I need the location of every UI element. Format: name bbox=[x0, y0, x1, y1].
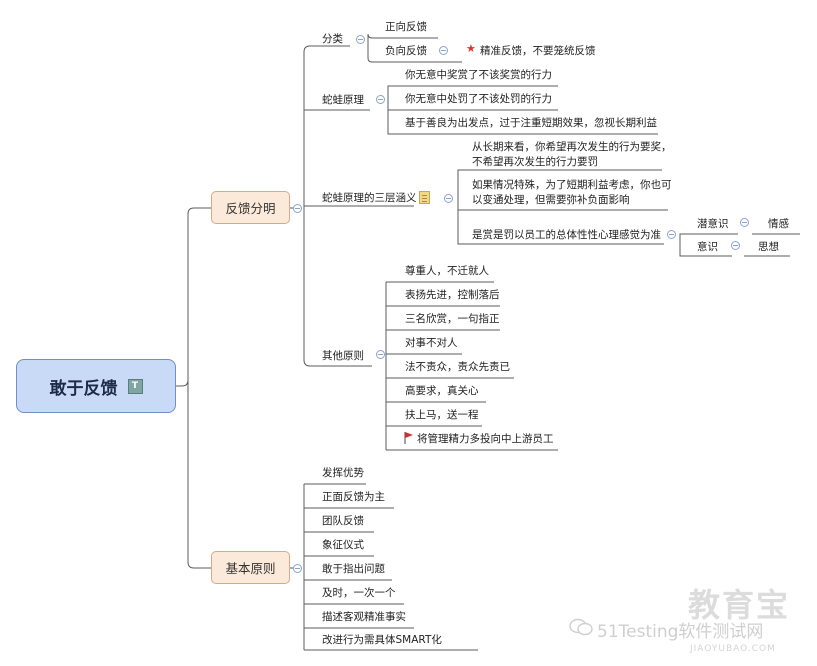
frog-item[interactable]: 基于善良为出发点，过于注重短期效果，忽视长期利益 bbox=[405, 117, 657, 129]
topic-positive-feedback[interactable]: 正向反馈 bbox=[385, 21, 427, 33]
topic-negative-feedback[interactable]: 负向反馈 bbox=[385, 45, 427, 57]
watermark-text: 51Testing软件测试网 bbox=[597, 622, 764, 642]
other-item[interactable]: 高要求，真关心 bbox=[405, 385, 479, 397]
topic-subconscious[interactable]: 潜意识 bbox=[697, 218, 729, 230]
branch-basic-label: 基本原则 bbox=[225, 561, 276, 576]
collapse-icon[interactable] bbox=[293, 204, 302, 213]
root-topic-label: 敢于反馈 bbox=[49, 378, 118, 399]
collapse-icon[interactable] bbox=[376, 95, 385, 104]
frog3-item[interactable]: 从长期来看，你希望再次发生的行为要奖，不希望再次发生的行力要罚 bbox=[472, 141, 672, 168]
other-item[interactable]: 将管理精力多投向中上游员工 bbox=[417, 433, 554, 445]
basic-item[interactable]: 改进行为需具体SMART化 bbox=[322, 634, 442, 646]
basic-item[interactable]: 正面反馈为主 bbox=[322, 491, 385, 503]
branch-basic[interactable]: 基本原则 bbox=[211, 551, 290, 584]
basic-item[interactable]: 描述客观精准事实 bbox=[322, 611, 406, 623]
collapse-icon[interactable] bbox=[356, 35, 365, 44]
other-item[interactable]: 尊重人，不迁就人 bbox=[405, 265, 489, 277]
basic-item[interactable]: 敢于指出问题 bbox=[322, 563, 385, 575]
watermark-domain: JIAOYUBAO.COM bbox=[690, 644, 776, 654]
other-item[interactable]: 法不责众，责众先责已 bbox=[405, 361, 510, 373]
flag-icon bbox=[404, 432, 413, 444]
frog-item[interactable]: 你无意中处罚了不该处罚的行力 bbox=[405, 93, 552, 105]
note-icon[interactable]: T bbox=[127, 378, 143, 394]
collapse-icon[interactable] bbox=[439, 46, 448, 55]
topic-precise-feedback[interactable]: 精准反馈，不要笼统反馈 bbox=[480, 45, 596, 57]
topic-frog-three-layers[interactable]: 蛇蛙原理的三层涵义 bbox=[322, 192, 417, 204]
other-item[interactable]: 表扬先进，控制落后 bbox=[405, 289, 500, 301]
other-item[interactable]: 对事不对人 bbox=[405, 337, 458, 349]
basic-item[interactable]: 及时，一次一个 bbox=[322, 587, 396, 599]
basic-item[interactable]: 团队反馈 bbox=[322, 515, 364, 527]
root-topic[interactable]: 敢于反馈 T bbox=[16, 359, 176, 413]
other-item[interactable]: 三名欣赏，一句指正 bbox=[405, 313, 500, 325]
collapse-icon[interactable] bbox=[731, 241, 740, 250]
branch-feedback[interactable]: 反馈分明 bbox=[211, 191, 290, 224]
frog-item[interactable]: 你无意中奖赏了不该奖赏的行力 bbox=[405, 69, 552, 81]
topic-thought[interactable]: 思想 bbox=[758, 241, 779, 253]
basic-item[interactable]: 发挥优势 bbox=[322, 467, 364, 479]
frog3-item[interactable]: 如果情况特殊，为了短期利益考虑，你也可以变通处理，但需要弥补负面影响 bbox=[472, 179, 672, 206]
collapse-icon[interactable] bbox=[444, 194, 453, 203]
branch-feedback-label: 反馈分明 bbox=[225, 201, 276, 216]
collapse-icon[interactable] bbox=[376, 350, 385, 359]
frog3-item[interactable]: 是赏是罚以员工的总体性性心理感觉为准 bbox=[472, 229, 661, 241]
other-item[interactable]: 扶上马，送一程 bbox=[405, 409, 479, 421]
basic-item[interactable]: 象征仪式 bbox=[322, 539, 364, 551]
topic-consciousness[interactable]: 意识 bbox=[697, 241, 718, 253]
topic-frog-principle[interactable]: 蛇蛙原理 bbox=[322, 94, 364, 106]
document-icon[interactable] bbox=[419, 191, 430, 204]
watermark-logo: 教育宝 bbox=[688, 586, 791, 624]
topic-emotion[interactable]: 情感 bbox=[768, 218, 789, 230]
topic-category[interactable]: 分类 bbox=[322, 33, 343, 45]
star-icon: ★ bbox=[466, 42, 476, 55]
collapse-icon[interactable] bbox=[740, 218, 749, 227]
topic-other-principles[interactable]: 其他原则 bbox=[322, 350, 364, 362]
wechat-icon bbox=[569, 618, 593, 636]
collapse-icon[interactable] bbox=[667, 230, 676, 239]
collapse-icon[interactable] bbox=[293, 564, 302, 573]
